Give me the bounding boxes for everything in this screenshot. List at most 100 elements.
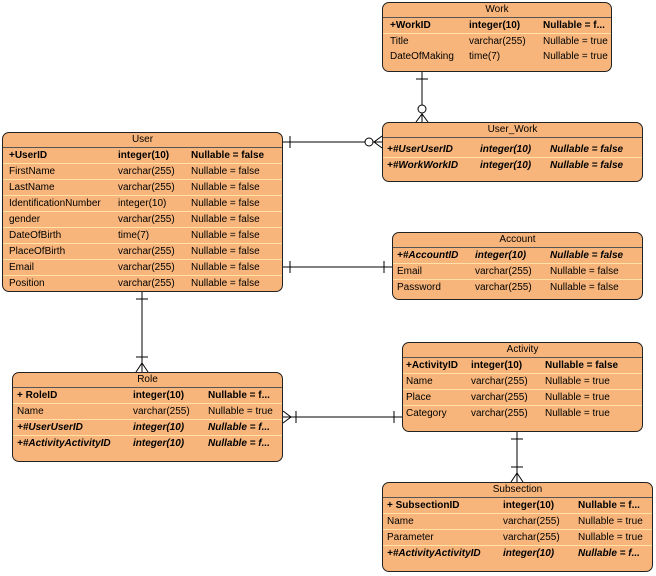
entity-title: Activity bbox=[403, 343, 642, 358]
column-type: varchar(255) bbox=[118, 214, 175, 225]
column-name: Place bbox=[406, 392, 432, 403]
column-type: varchar(255) bbox=[133, 406, 190, 417]
column-name: Name bbox=[17, 406, 44, 417]
column-nullable: Nullable = false bbox=[191, 246, 260, 257]
column-name: LastName bbox=[9, 182, 55, 193]
column-nullable: Nullable = f... bbox=[578, 548, 640, 559]
column-type: integer(10) bbox=[503, 500, 555, 511]
column-name: +WorkID bbox=[390, 20, 431, 31]
entity-title: Subsection bbox=[383, 483, 652, 498]
column-nullable: Nullable = true bbox=[543, 36, 608, 47]
column-nullable: Nullable = f... bbox=[208, 438, 270, 449]
column-name: Category bbox=[406, 408, 447, 419]
column-type: varchar(255) bbox=[469, 36, 526, 47]
column-nullable: Nullable = true bbox=[545, 376, 610, 387]
column-name: Email bbox=[397, 266, 423, 277]
many-mark-role-top bbox=[135, 362, 149, 373]
entity-title: Account bbox=[393, 233, 642, 248]
column-row[interactable]: Title varchar(255) Nullable = true bbox=[383, 34, 611, 49]
column-name: Title bbox=[390, 36, 409, 47]
column-row[interactable]: DateOfBirth time(7) Nullable = false bbox=[3, 228, 282, 244]
column-name: +#UserUserID bbox=[17, 422, 83, 433]
column-type: integer(10) bbox=[503, 548, 555, 559]
many-mark-role-right bbox=[282, 410, 292, 424]
column-type: varchar(255) bbox=[118, 262, 175, 273]
column-type: varchar(255) bbox=[471, 376, 528, 387]
column-nullable: Nullable = false bbox=[191, 278, 260, 289]
column-type: integer(10) bbox=[133, 422, 185, 433]
column-type: varchar(255) bbox=[118, 166, 175, 177]
column-type: varchar(255) bbox=[471, 392, 528, 403]
entity-title: User_Work bbox=[383, 123, 642, 138]
many-mark-user-work-left bbox=[373, 135, 383, 149]
column-row[interactable]: Place varchar(255) Nullable = true bbox=[403, 390, 642, 406]
zero-mark-user-work-left bbox=[364, 137, 374, 147]
column-nullable: Nullable = false bbox=[550, 144, 624, 155]
column-type: time(7) bbox=[118, 230, 150, 241]
column-name: +#WorkWorkID bbox=[387, 160, 459, 171]
column-name: DateOfBirth bbox=[9, 230, 62, 241]
column-name: Password bbox=[397, 282, 441, 293]
column-name: Position bbox=[9, 278, 45, 289]
many-mark-subsection-top bbox=[510, 472, 524, 483]
many-mark-user-work-top bbox=[415, 113, 429, 123]
column-nullable: Nullable = true bbox=[208, 406, 273, 417]
column-name: +ActivityID bbox=[406, 360, 458, 371]
column-nullable: Nullable = true bbox=[545, 392, 610, 403]
column-type: integer(10) bbox=[118, 150, 170, 161]
entity-title: Role bbox=[13, 373, 282, 388]
column-type: integer(10) bbox=[133, 390, 185, 401]
column-type: varchar(255) bbox=[118, 246, 175, 257]
column-name: Name bbox=[387, 516, 414, 527]
column-nullable: Nullable = false bbox=[191, 182, 260, 193]
column-nullable: Nullable = false bbox=[191, 150, 265, 161]
column-row[interactable]: LastName varchar(255) Nullable = false bbox=[3, 180, 282, 196]
column-nullable: Nullable = false bbox=[550, 250, 624, 261]
column-type: integer(10) bbox=[133, 438, 185, 449]
zero-mark-user-work-top bbox=[417, 104, 427, 114]
column-nullable: Nullable = false bbox=[191, 262, 260, 273]
column-type: integer(10) bbox=[118, 198, 167, 209]
column-name: gender bbox=[9, 214, 41, 225]
column-type: integer(10) bbox=[469, 20, 521, 31]
column-type: varchar(255) bbox=[503, 516, 560, 527]
column-nullable: Nullable = false bbox=[191, 230, 260, 241]
column-nullable: Nullable = f... bbox=[578, 500, 640, 511]
column-type: integer(10) bbox=[475, 250, 527, 261]
column-row[interactable]: Name varchar(255) Nullable = true bbox=[13, 404, 282, 420]
column-type: integer(10) bbox=[480, 160, 532, 171]
column-type: varchar(255) bbox=[503, 532, 560, 543]
column-type: varchar(255) bbox=[118, 182, 175, 193]
